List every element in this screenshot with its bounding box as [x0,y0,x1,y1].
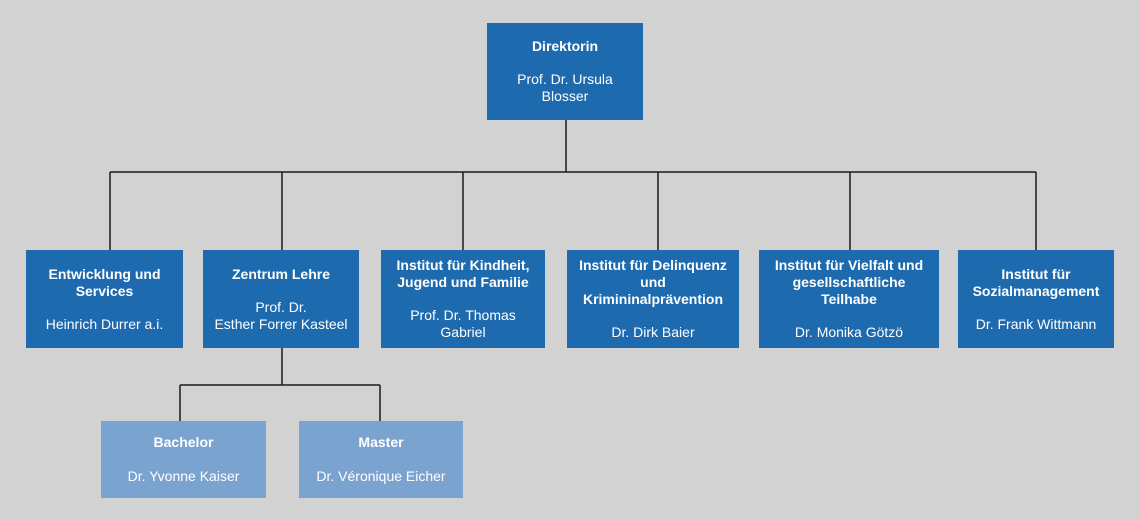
org-box-master: Master Dr. Véronique Eicher [299,421,463,498]
org-box-title: Bachelor [153,434,214,450]
org-box-direktorin: Direktorin Prof. Dr. Ursula Blosser [487,23,643,120]
org-box-person: Dr. Monika Götzö [794,324,904,340]
org-box-person: Dr. Yvonne Kaiser [127,468,240,484]
org-box-title: Institut für Delinquenz und Krimininalpr… [579,257,727,307]
org-box-person: Prof. Dr. Esther Forrer Kasteel [214,298,348,332]
org-box-title: Institut für Kindheit, Jugend und Famili… [396,257,530,290]
org-box-title: Zentrum Lehre [231,265,330,282]
org-box-person: Prof. Dr. Ursula Blosser [517,71,613,104]
org-box-title: Institut für Sozialmanagement [972,265,1100,299]
org-box-entwicklung-services: Entwicklung und Services Heinrich Durrer… [26,250,183,348]
org-box-zentrum-lehre: Zentrum Lehre Prof. Dr. Esther Forrer Ka… [203,250,359,348]
org-box-person: Heinrich Durrer a.i. [45,315,164,332]
org-box-person: Dr. Dirk Baier [611,324,695,340]
org-box-title: Entwicklung und Services [48,265,161,299]
org-box-person: Dr. Véronique Eicher [316,468,446,484]
org-box-title: Institut für Vielfalt und gesellschaftli… [774,257,924,307]
org-box-institut-delinquenz: Institut für Delinquenz und Krimininalpr… [567,250,739,348]
org-box-person: Dr. Frank Wittmann [975,315,1097,332]
org-box-institut-kindheit: Institut für Kindheit, Jugend und Famili… [381,250,545,348]
org-box-institut-vielfalt: Institut für Vielfalt und gesellschaftli… [759,250,939,348]
org-box-person: Prof. Dr. Thomas Gabriel [410,307,516,340]
org-box-bachelor: Bachelor Dr. Yvonne Kaiser [101,421,266,498]
org-box-title: Master [358,434,404,450]
org-box-title: Direktorin [531,38,599,54]
org-box-institut-sozialmanagement: Institut für Sozialmanagement Dr. Frank … [958,250,1114,348]
